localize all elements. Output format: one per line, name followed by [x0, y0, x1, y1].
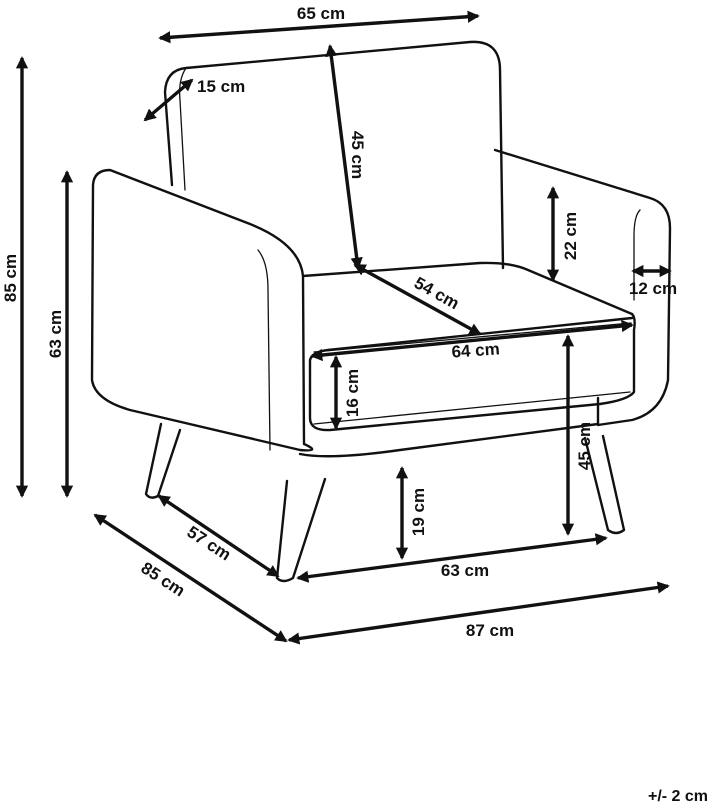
dimension-lines — [15, 10, 672, 645]
dim-total-width — [287, 581, 670, 645]
tolerance-note: +/- 2 cm — [647, 788, 708, 805]
label-arm-height: 63 cm — [46, 310, 65, 358]
seat-cushion-top — [301, 261, 634, 316]
label-arm-width: 12 cm — [629, 279, 677, 298]
label-total-depth: 85 cm — [138, 558, 189, 600]
label-leg-height: 19 cm — [409, 488, 428, 536]
label-total-width: 87 cm — [466, 621, 514, 640]
leg-front-left — [275, 477, 327, 583]
left-arm — [90, 168, 314, 452]
dim-back-thickness — [143, 78, 194, 122]
label-total-height: 85 cm — [1, 254, 20, 302]
dim-inner-depth — [157, 494, 280, 578]
label-back-width: 65 cm — [297, 4, 345, 23]
armchair-drawing — [90, 40, 672, 583]
dim-back-width — [158, 10, 480, 44]
leg-front-right — [583, 434, 626, 535]
cushion-bottom-seam — [313, 391, 631, 425]
dim-seat-depth — [353, 263, 482, 336]
dim-seat-width — [310, 319, 634, 362]
leg-back-left — [144, 422, 182, 499]
label-back-thickness: 15 cm — [197, 77, 245, 96]
label-arm-above-seat: 22 cm — [561, 212, 580, 260]
label-seat-height: 45 cm — [575, 422, 594, 470]
dim-leg-span — [296, 533, 608, 583]
left-arm-front-seam — [257, 249, 271, 451]
label-cushion-height: 16 cm — [343, 369, 362, 417]
dimension-labels: 65 cm 15 cm 45 cm 85 cm 63 cm 22 cm 12 c… — [1, 4, 677, 640]
dim-total-depth — [93, 513, 288, 643]
label-seat-depth: 54 cm — [411, 273, 462, 313]
label-leg-span: 63 cm — [441, 561, 489, 580]
label-back-height: 45 cm — [348, 131, 367, 179]
dim-back-height — [325, 44, 363, 270]
right-arm — [493, 148, 672, 427]
label-seat-width: 64 cm — [451, 339, 500, 361]
right-arm-front — [633, 209, 641, 301]
base — [298, 422, 600, 458]
